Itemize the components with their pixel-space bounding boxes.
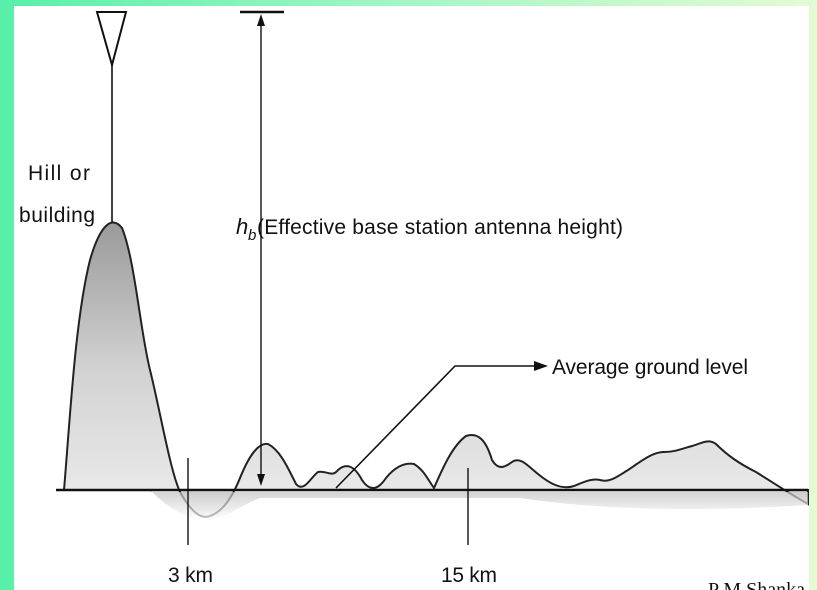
terrain-below-baseline xyxy=(150,490,808,520)
label-3km: 3 km xyxy=(168,564,213,587)
hb-symbol: h xyxy=(236,214,248,239)
credit-text: P M Shanka xyxy=(708,579,805,590)
antenna-icon xyxy=(95,11,128,69)
terrain-profile xyxy=(62,221,809,518)
hb-label: (Effective base station antenna height) xyxy=(257,216,623,239)
avg-ground-pointer xyxy=(335,365,535,489)
hill-label-line2: building xyxy=(19,204,95,227)
avg-ground-label: Average ground level xyxy=(552,356,748,379)
hill-label-line1: Hill or xyxy=(28,162,90,185)
avg-ground-arrow-icon xyxy=(534,361,548,371)
label-15km: 15 km xyxy=(441,564,497,587)
hb-arrow-up-icon xyxy=(257,14,265,26)
hb-subscript: b xyxy=(248,227,256,244)
hb-arrow-down-icon xyxy=(257,474,265,486)
